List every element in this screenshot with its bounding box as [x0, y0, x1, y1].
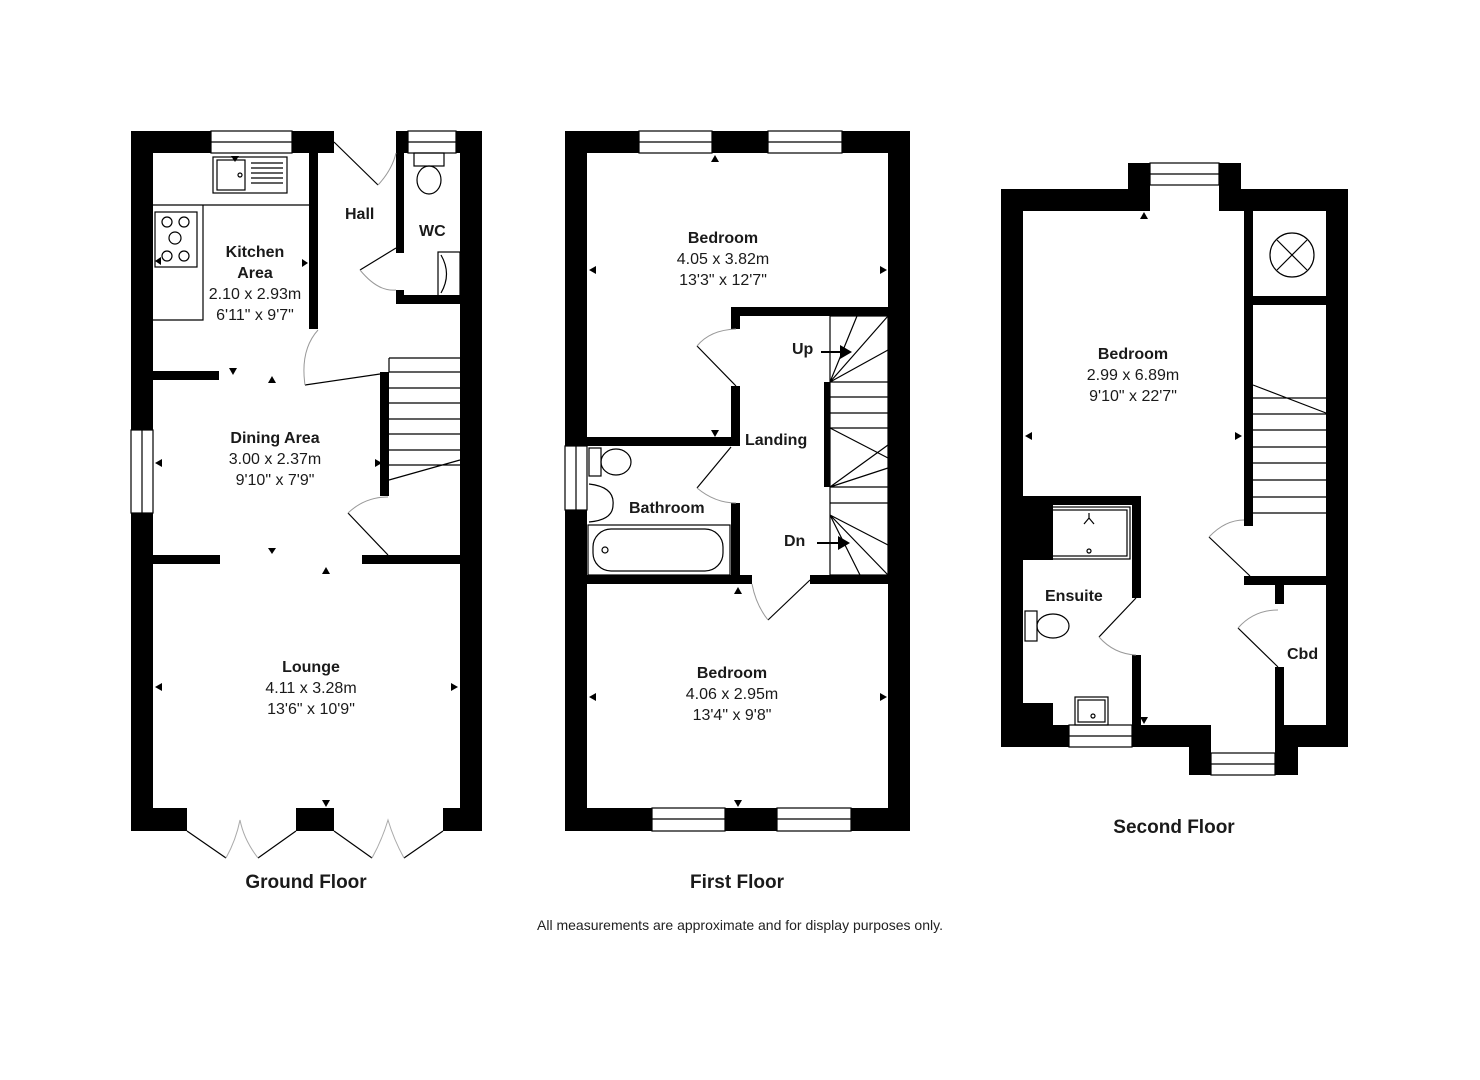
ground-floor-arrows	[155, 156, 458, 807]
room-label-bedroom-1: Bedroom 4.05 x 3.82m 13'3" x 12'7"	[677, 228, 770, 291]
room-dimensions-imperial: 13'6" x 10'9"	[267, 701, 355, 718]
room-label-landing: Landing	[745, 432, 808, 449]
second-floor-fixtures	[1024, 162, 1327, 776]
room-label-bedroom-3: Bedroom 2.99 x 6.89m 9'10" x 22'7"	[1087, 344, 1180, 407]
floor-title-first: First Floor	[690, 872, 784, 893]
room-label-wc: WC	[419, 223, 446, 240]
room-name: Area	[237, 265, 273, 282]
room-name: Dining Area	[230, 430, 320, 447]
room-name: Bedroom	[687, 230, 759, 247]
room-dimensions-imperial: 9'10" x 7'9"	[235, 472, 315, 489]
room-name: Kitchen	[225, 244, 285, 261]
room-name: Bedroom	[696, 665, 768, 682]
room-label-bedroom-2: Bedroom 4.06 x 2.95m 13'4" x 9'8"	[686, 663, 779, 726]
room-label-lounge: Lounge 4.11 x 3.28m 13'6" x 10'9"	[265, 657, 356, 720]
stairs-up-label: Up	[792, 341, 814, 358]
ground-floor-fixtures	[130, 130, 461, 859]
floor-title-ground: Ground Floor	[245, 872, 367, 893]
second-floor-arrows	[1025, 212, 1242, 724]
first-floor-arrows	[589, 155, 887, 807]
room-name: Lounge	[282, 659, 340, 676]
room-name: Bedroom	[1097, 346, 1169, 363]
ground-floor-plan	[131, 131, 482, 831]
floor-title-second: Second Floor	[1113, 817, 1235, 838]
room-label-cupboard: Cbd	[1287, 646, 1319, 663]
room-dimensions-imperial: 13'4" x 9'8"	[692, 707, 772, 724]
room-dimensions-metric: 4.06 x 2.95m	[685, 686, 779, 703]
room-dimensions-metric: 4.05 x 3.82m	[676, 251, 770, 268]
room-dimensions-metric: 2.10 x 2.93m	[208, 286, 302, 303]
room-dimensions-imperial: 9'10" x 22'7"	[1089, 388, 1177, 405]
room-label-bathroom: Bathroom	[629, 500, 705, 517]
room-label-dining: Dining Area 3.00 x 2.37m 9'10" x 7'9"	[229, 428, 322, 491]
room-label-hall: Hall	[345, 206, 375, 223]
second-floor-plan	[1001, 163, 1348, 775]
room-dimensions-metric: 2.99 x 6.89m	[1086, 367, 1180, 384]
room-dimensions-metric: 3.00 x 2.37m	[228, 451, 322, 468]
disclaimer-footnote: All measurements are approximate and for…	[537, 917, 943, 933]
room-dimensions-imperial: 6'11" x 9'7"	[216, 307, 294, 324]
room-label-kitchen: Kitchen Area 2.10 x 2.93m 6'11" x 9'7"	[209, 242, 302, 326]
stairs-down-label: Dn	[784, 533, 806, 550]
room-label-ensuite: Ensuite	[1045, 588, 1103, 605]
room-dimensions-imperial: 13'3" x 12'7"	[679, 272, 767, 289]
room-dimensions-metric: 4.11 x 3.28m	[265, 680, 357, 697]
